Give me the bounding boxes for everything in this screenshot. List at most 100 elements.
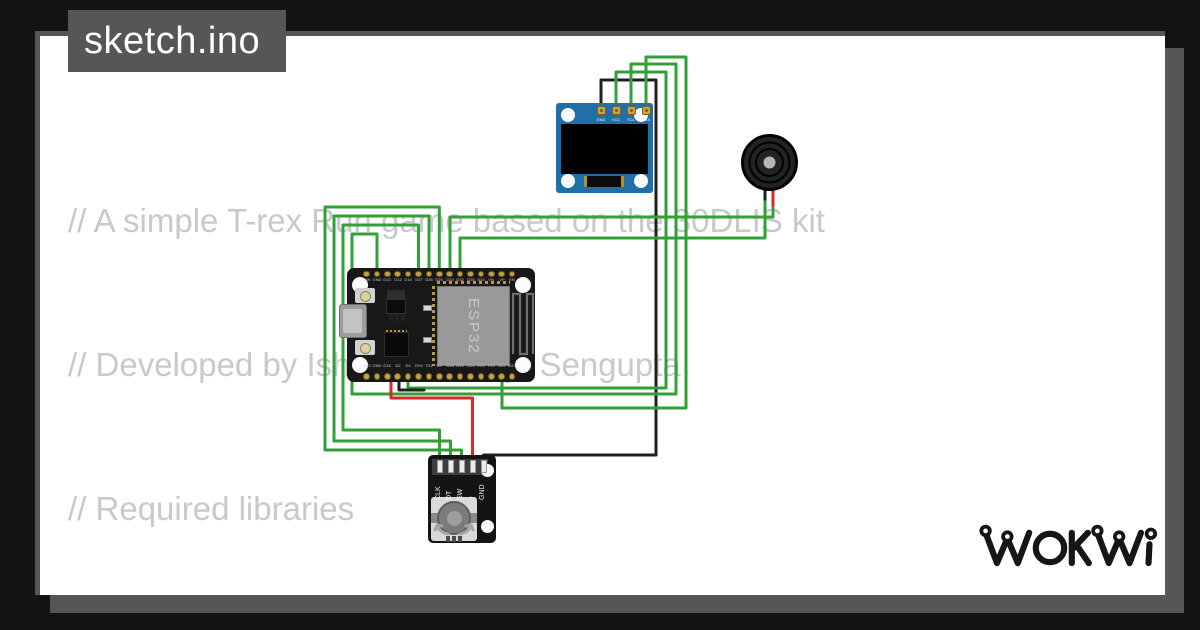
oled-pin-sda[interactable] xyxy=(641,106,651,115)
file-tab[interactable]: sketch.ino xyxy=(68,10,286,72)
oled-pin-scl[interactable] xyxy=(626,106,636,115)
wire-oled-vcc[interactable] xyxy=(406,70,668,390)
esp32-pin-label: TX0 xyxy=(487,363,495,368)
esp32-pin-d2[interactable] xyxy=(394,373,401,380)
oled-pin-label: VCC xyxy=(611,117,621,122)
esp32-pin-d4[interactable] xyxy=(404,373,412,380)
rotation-arrows-icon xyxy=(433,523,475,536)
oled-pin-label: GND xyxy=(596,117,606,122)
esp32-module: ESP32 xyxy=(437,286,510,366)
esp32-pin-label: VN xyxy=(488,277,495,282)
mounting-hole xyxy=(515,357,531,373)
mounting-hole xyxy=(634,174,648,188)
mounting-hole xyxy=(515,277,531,293)
esp32-pin-d13[interactable] xyxy=(384,270,391,277)
esp32-pin-tx0[interactable] xyxy=(488,373,495,380)
esp32-pin-d21[interactable] xyxy=(467,373,474,380)
file-tab-label: sketch.ino xyxy=(84,19,261,62)
esp32-pin-label: RX2 xyxy=(414,363,423,368)
esp32-pin-d14[interactable] xyxy=(404,270,412,277)
voltage-regulator xyxy=(386,299,406,314)
wokwi-logo xyxy=(978,516,1158,578)
esp32-pin-d34[interactable] xyxy=(477,270,485,277)
wire-oled-sda[interactable] xyxy=(500,55,688,410)
speaker-body xyxy=(741,134,798,191)
esp32-pin-rx0[interactable] xyxy=(477,373,485,380)
esp32-pin-d5[interactable] xyxy=(436,373,443,380)
oled-screen xyxy=(561,124,648,174)
esp32-pin-label: D2 xyxy=(395,363,401,368)
esp32-pin-d33[interactable] xyxy=(446,270,453,277)
wokwi-logo-icon xyxy=(979,524,1158,567)
esp32-pin-label: D12 xyxy=(394,277,402,282)
wire-oled-scl[interactable] xyxy=(350,62,678,396)
mounting-hole xyxy=(561,108,575,122)
esp32-pin-rx2[interactable] xyxy=(415,373,422,380)
esp32-pin-label: D23 xyxy=(508,363,516,368)
encoder-pin-clk[interactable] xyxy=(436,460,443,473)
esp32-pin-label: D18 xyxy=(446,363,454,368)
esp32-pin-vn[interactable] xyxy=(488,270,495,277)
esp32-pin-d19[interactable] xyxy=(456,373,464,380)
esp32-pin-vin[interactable] xyxy=(363,270,370,277)
module-pins xyxy=(437,281,510,284)
esp32-pin-d32[interactable] xyxy=(456,270,464,277)
wire-encoder-dt[interactable] xyxy=(332,214,452,462)
module-pins xyxy=(432,286,435,366)
esp32-pin-d35[interactable] xyxy=(467,270,474,277)
encoder-pin-gnd[interactable] xyxy=(480,460,487,473)
en-button[interactable] xyxy=(355,288,375,303)
encoder-pin-label: CLK xyxy=(434,486,442,500)
esp32-pin-vp[interactable] xyxy=(498,270,505,277)
esp32-pin-label: D4 xyxy=(405,363,411,368)
esp32-pin-label: D27 xyxy=(414,277,423,282)
oled-pin-gnd[interactable] xyxy=(596,106,606,115)
wire-speaker-b[interactable] xyxy=(458,196,767,274)
oled-pin-vcc[interactable] xyxy=(611,106,621,115)
wire-speaker-a[interactable] xyxy=(448,202,775,274)
esp32-pin-label: D33 xyxy=(446,277,454,282)
esp32-pin-d26[interactable] xyxy=(425,270,433,277)
esp32-pin-label: D35 xyxy=(466,277,475,282)
encoder-pin-label: + xyxy=(467,495,475,500)
esp32-pin-en[interactable] xyxy=(508,270,516,277)
esp32-pin-d22[interactable] xyxy=(498,373,505,380)
encoder-pin-dt[interactable] xyxy=(447,460,454,473)
esp32-pin-tx2[interactable] xyxy=(425,373,433,380)
encoder-knob-center xyxy=(447,511,462,526)
regulator-leg xyxy=(401,314,405,321)
chip-label: ESP32 xyxy=(465,297,482,355)
esp32-pin-d27[interactable] xyxy=(415,270,422,277)
esp32-pin-d25[interactable] xyxy=(436,270,443,277)
esp32-pin-d23[interactable] xyxy=(508,373,516,380)
esp32-pin-label: GND xyxy=(372,363,382,368)
esp32-pin-label: D32 xyxy=(456,277,464,282)
wire-encoder-sw[interactable] xyxy=(323,205,463,462)
esp32-pin-d12[interactable] xyxy=(394,270,401,277)
boot-button[interactable] xyxy=(355,340,375,355)
voltage-regulator xyxy=(387,290,405,299)
wire-encoder-vcc[interactable] xyxy=(389,374,474,462)
mounting-hole xyxy=(561,174,575,188)
encoder-pin-vcc[interactable] xyxy=(469,460,476,473)
encoder-notch xyxy=(458,536,462,542)
speaker[interactable] xyxy=(734,127,805,198)
esp32-pin-label: 3V3 xyxy=(362,363,371,368)
esp32-pin-gnd[interactable] xyxy=(373,373,381,380)
capacitor xyxy=(423,337,432,343)
encoder-pin-label: DT xyxy=(445,490,453,500)
encoder-pin-sw[interactable] xyxy=(458,460,465,473)
esp32-pin-d18[interactable] xyxy=(446,373,453,380)
encoder-pin-label: GND xyxy=(478,484,486,500)
esp32-pin-3v3[interactable] xyxy=(363,373,370,380)
mounting-hole xyxy=(352,357,368,373)
esp32-pin-gnd[interactable] xyxy=(373,270,381,277)
oled-pin-label: SDA xyxy=(641,117,651,122)
esp32-pin-d15[interactable] xyxy=(384,373,391,380)
esp32-pin-label: D34 xyxy=(477,277,485,282)
esp32-pin-label: D25 xyxy=(435,277,443,282)
